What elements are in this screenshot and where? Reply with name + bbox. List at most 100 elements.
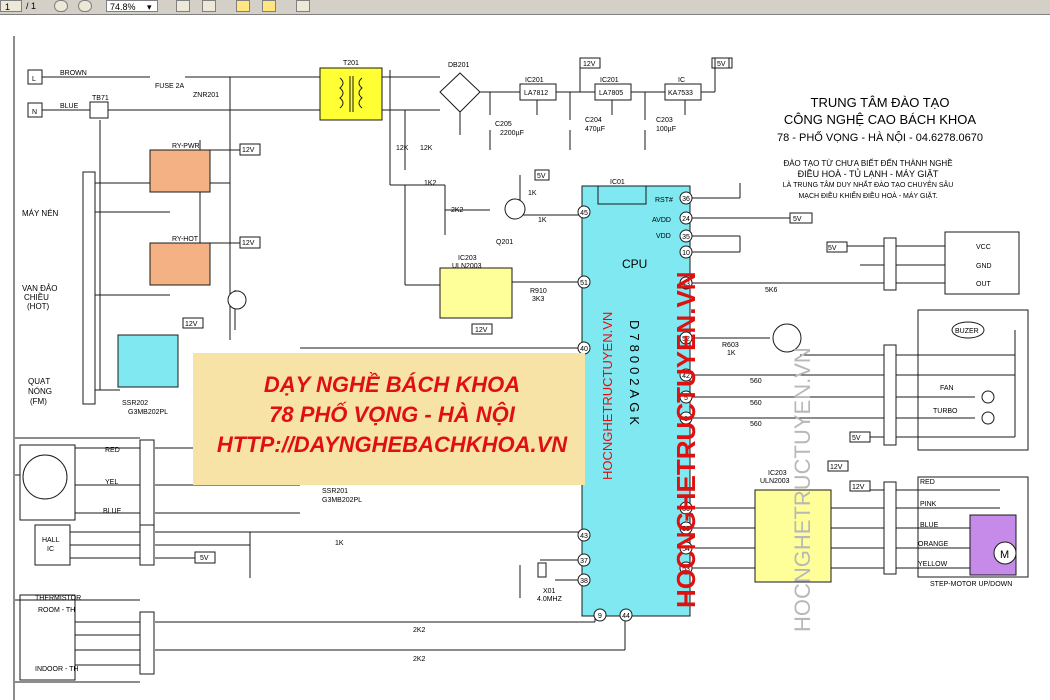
label-5v-sensor: 5V: [828, 245, 837, 252]
wiring: [13, 36, 1016, 700]
transformer-t201: [319, 67, 383, 121]
label-1k2: 1K2: [424, 180, 437, 187]
schematic-canvas: 45 51 40 43 37 38 36 24 35 10 43 52 42 5…: [13, 36, 1029, 700]
cpu-pin-53: 53: [682, 566, 690, 573]
vdd-label: VDD: [656, 233, 671, 240]
zoom-in-icon[interactable]: [78, 0, 92, 12]
cpu-pin-42: 42: [682, 373, 690, 380]
buzzer-icon: [951, 321, 985, 339]
sensor-module: [944, 231, 1020, 295]
relay-pwr: [149, 149, 211, 193]
label-12v-ssr: 12V: [185, 321, 198, 328]
label-ic201b: IC201: [600, 77, 619, 84]
label-ic203: IC203: [458, 255, 477, 262]
label-van1: VAN ĐẢO: [22, 284, 57, 293]
label-ry-pwr: RY-PWR: [172, 143, 200, 150]
la7812-box: [519, 83, 557, 101]
select-icon[interactable]: [296, 0, 310, 12]
comment-icon[interactable]: [236, 0, 250, 12]
ka7533-box: [664, 83, 702, 101]
cpu-pin-44: 44: [622, 613, 630, 620]
label-blue-fan: BLUE: [103, 508, 122, 515]
fan-motor-icon: [22, 454, 68, 500]
label-c205v: 2200µF: [500, 130, 524, 137]
transformer-coil-icon: [339, 76, 363, 112]
org-tag1: ĐÀO TẠO TỪ CHƯA BIẾT ĐẾN THÀNH NGHỀ: [783, 158, 952, 168]
led-fan-icon: [981, 390, 995, 404]
la7805-box: [594, 83, 632, 101]
label-1k-a: 1K: [528, 190, 537, 197]
label-pink: PINK: [920, 501, 937, 508]
label-blue-motor: BLUE: [920, 522, 939, 529]
banner-box: [193, 353, 585, 485]
page-number-input[interactable]: 1: [0, 0, 22, 12]
watermark-red-large: HOCNGHETRUCTUYEN.VN: [671, 271, 701, 608]
label-vcc: VCC: [976, 244, 991, 251]
crystal-icon: [537, 562, 547, 578]
label-yellow: YELLOW: [918, 561, 948, 568]
label-blue: BLUE: [60, 103, 79, 110]
watermark-gray: HOCNGHETRUCTUYEN.VN: [790, 347, 815, 632]
cpu-pin-35: 35: [682, 234, 690, 241]
label-znr: ZNR201: [193, 92, 219, 99]
label-la7805: LA7805: [599, 90, 623, 97]
label-12v-pwr: 12V: [242, 147, 255, 154]
cpu-pin-45: 45: [580, 210, 588, 217]
label-indoor-th: INDOOR - TH: [35, 666, 78, 673]
label-out: OUT: [976, 281, 992, 288]
cpu-part-number: D78002AGK: [627, 320, 642, 429]
banner-line3: HTTP://DAYNGHEBACHKHOA.VN: [217, 432, 568, 457]
transistor-buzzer-icon: [772, 323, 802, 353]
save-icon[interactable]: [176, 0, 190, 12]
display-board: [917, 309, 1029, 451]
label-hall1: HALL: [42, 537, 60, 544]
label-1k-r603: 1K: [727, 350, 736, 357]
label-12k-a: 12K: [396, 145, 409, 152]
cpu-pin-38: 38: [580, 578, 588, 585]
cpu-pin-24: 24: [682, 216, 690, 223]
banner-line2: 78 PHỐ VỌNG - HÀ NỘI: [269, 402, 516, 427]
thermistor-box: [19, 594, 76, 681]
label-5v-q201: 5V: [537, 173, 546, 180]
page-total: / 1: [26, 1, 37, 11]
label-ry-hot: RY-HOT: [172, 236, 199, 243]
print-icon[interactable]: [202, 0, 216, 12]
label-van2: CHIỀU: [24, 292, 49, 302]
label-12v-motor: 12V: [852, 484, 865, 491]
org-tag4: MẠCH ĐIỀU KHIỂN ĐIỀU HOÀ - MÁY GIẶT.: [798, 190, 937, 200]
label-ka7533: KA7533: [668, 90, 693, 97]
label-2k2-room: 2K2: [413, 627, 426, 634]
ic01-label: IC01: [610, 179, 625, 186]
label-db201: DB201: [448, 62, 470, 69]
label-quat2: NÓNG: [28, 387, 52, 396]
label-motor-m: M: [1000, 549, 1009, 561]
cpu-pin-37: 37: [580, 558, 588, 565]
label-uln2003-lower: ULN2003: [760, 478, 790, 485]
cpu-pin-56: 56: [682, 506, 690, 513]
ic01-box: [597, 185, 647, 205]
relay-hot: [149, 242, 211, 286]
label-5v-hall: 5V: [200, 555, 209, 562]
bridge-rectifier-icon: [439, 72, 481, 113]
zoom-select[interactable]: 74.8% ▾: [106, 0, 158, 12]
label-may-nen: MÁY NÉN: [22, 209, 59, 218]
label-c204v: 470µF: [585, 126, 605, 133]
label-orange: ORANGE: [918, 541, 949, 548]
label-12v-rail: 12V: [583, 61, 596, 68]
avdd-label: AVDD: [652, 217, 671, 224]
highlight-icon[interactable]: [262, 0, 276, 12]
label-buzer: BUZER: [955, 328, 979, 335]
label-brown: BROWN: [60, 70, 87, 77]
label-x01v: 4.0MHZ: [537, 596, 563, 603]
label-t201: T201: [343, 60, 359, 67]
label-560-c: 560: [750, 421, 762, 428]
cpu-pin-43r: 43: [682, 281, 690, 288]
label-fan: FAN: [940, 385, 954, 392]
zoom-out-icon[interactable]: [54, 0, 68, 12]
label-g3mb-b: G3MB202PL: [322, 497, 362, 504]
label-ic201a: IC201: [525, 77, 544, 84]
watermark-red-small: HOCNGHETRUCTUYEN.VN: [600, 312, 615, 480]
label-room-th: ROOM - TH: [38, 607, 75, 614]
cpu-pin-55: 55: [682, 526, 690, 533]
label-quat3: (FM): [30, 397, 47, 406]
